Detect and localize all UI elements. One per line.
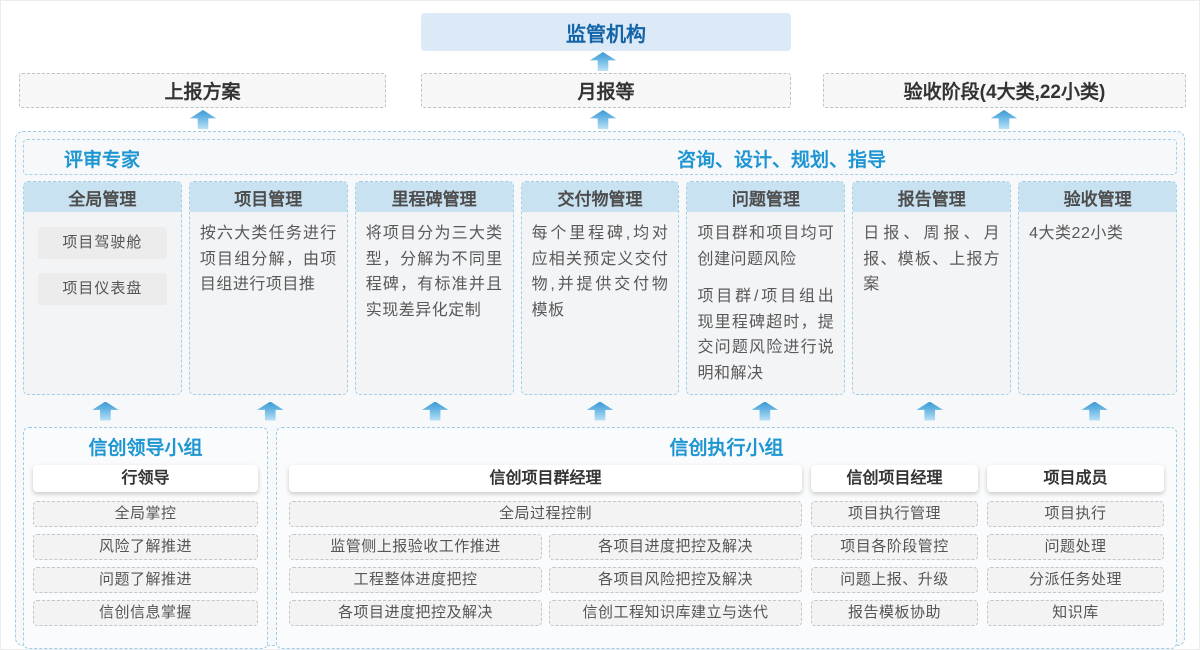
acceptance-phase-label: 验收阶段(4大类,22小类) xyxy=(903,82,1106,103)
review-experts-label: 评审专家 xyxy=(64,150,141,171)
experts-strip: 评审专家 咨询、设计、规划、指导 xyxy=(23,139,1177,175)
up-arrow-icon xyxy=(189,110,217,129)
duty-item: 问题处理 xyxy=(987,534,1164,560)
up-arrow-icon xyxy=(1081,401,1108,421)
up-arrow-icon xyxy=(586,401,614,421)
role-pill-project-manager: 信创项目经理 xyxy=(811,465,978,492)
regulator-label: 监管机构 xyxy=(566,23,646,46)
monthly-report-box: 月报等 xyxy=(421,73,791,108)
duty-item: 项目执行管理 xyxy=(811,501,978,527)
column-body: 每个里程碑,均对应相关预定义交付物,并提供交付物模板 xyxy=(522,212,679,344)
duty-item: 风险了解推进 xyxy=(33,534,258,560)
leader-group-box: 信创领导小组 行领导 全局掌控 风险了解推进 问题了解推进 信创信息掌握 xyxy=(23,427,268,649)
execution-group-title: 信创执行小组 xyxy=(669,438,784,459)
project-manager-section: 信创项目经理 项目执行管理 项目各阶段管控 问题上报、升级 报告模板协助 xyxy=(811,465,978,633)
role-pill-project-member: 项目成员 xyxy=(987,465,1164,492)
regulator-box: 监管机构 xyxy=(421,13,791,51)
column-paragraph: 项目群/项目组出现里程碑超时，提交问题风险进行说明和解决 xyxy=(697,288,835,382)
column-body: 日报、周报、月报、模板、上报方案 xyxy=(853,212,1010,319)
leader-group-title: 信创领导小组 xyxy=(88,438,203,459)
column-paragraph: 4大类22小类 xyxy=(1029,225,1124,242)
column-title: 交付物管理 xyxy=(521,182,679,212)
up-arrow-icon xyxy=(589,110,617,129)
duty-item: 项目执行 xyxy=(987,501,1164,527)
report-plan-box: 上报方案 xyxy=(19,73,386,108)
management-columns: 全局管理 项目驾驶舱 项目仪表盘 项目管理 按六大类任务进行项目组分解，由项目组… xyxy=(23,181,1178,395)
column-report-management: 报告管理 日报、周报、月报、模板、上报方案 xyxy=(852,181,1012,395)
duty-item: 分派任务处理 xyxy=(987,567,1164,593)
column-paragraph: 将项目分为三大类型，分解为不同里程碑，有标准并且实现差异化定制 xyxy=(365,225,503,319)
duty-item: 问题上报、升级 xyxy=(811,567,978,593)
column-title: 报告管理 xyxy=(853,182,1011,212)
column-paragraph: 日报、周报、月报、模板、上报方案 xyxy=(863,225,1001,294)
up-arrow-icon xyxy=(92,401,119,421)
column-paragraph: 项目群和项目均可创建问题风险 xyxy=(697,225,835,268)
role-pill-bank-leader: 行领导 xyxy=(33,465,258,492)
up-arrow-icon xyxy=(421,401,449,421)
column-arrows-row xyxy=(23,395,1177,427)
duty-item: 问题了解推进 xyxy=(33,567,258,593)
bottom-groups: 信创领导小组 行领导 全局掌控 风险了解推进 问题了解推进 信创信息掌握 信创执… xyxy=(23,427,1177,649)
duty-item: 知识库 xyxy=(987,600,1164,626)
duty-item: 工程整体进度把控 xyxy=(289,567,542,593)
duty-item: 项目各阶段管控 xyxy=(811,534,978,560)
program-manager-section: 信创项目群经理 全局过程控制 监管侧上报验收工作推进 各项目进度把控及解决 工程… xyxy=(289,465,802,633)
column-deliverable-management: 交付物管理 每个里程碑,均对应相关预定义交付物,并提供交付物模板 xyxy=(520,181,680,395)
up-arrow-icon xyxy=(916,401,943,421)
monthly-report-label: 月报等 xyxy=(577,82,635,103)
duty-item: 监管侧上报验收工作推进 xyxy=(289,534,542,560)
role-pill-program-manager: 信创项目群经理 xyxy=(289,465,802,492)
project-member-section: 项目成员 项目执行 问题处理 分派任务处理 知识库 xyxy=(987,465,1164,633)
column-body: 将项目分为三大类型，分解为不同里程碑，有标准并且实现差异化定制 xyxy=(356,212,513,344)
duty-item: 各项目进度把控及解决 xyxy=(289,600,542,626)
column-title: 问题管理 xyxy=(687,182,845,212)
column-issue-management: 问题管理 项目群和项目均可创建问题风险 项目群/项目组出现里程碑超时，提交问题风… xyxy=(686,181,846,395)
column-title: 里程碑管理 xyxy=(355,182,513,212)
duty-item: 各项目进度把控及解决 xyxy=(549,534,802,560)
column-title: 项目管理 xyxy=(189,182,347,212)
feature-pill: 项目驾驶舱 xyxy=(38,227,167,259)
up-arrow-icon xyxy=(257,401,284,421)
duty-item: 全局过程控制 xyxy=(289,501,802,527)
column-body: 4大类22小类 xyxy=(1019,212,1176,268)
column-paragraph: 每个里程碑,均对应相关预定义交付物,并提供交付物模板 xyxy=(531,225,669,319)
up-arrow-icon xyxy=(589,52,617,71)
duty-item: 信创信息掌握 xyxy=(33,600,258,626)
consulting-label: 咨询、设计、规划、指导 xyxy=(677,150,887,171)
column-project-management: 项目管理 按六大类任务进行项目组分解，由项目组进行项目推 xyxy=(188,181,348,395)
column-milestone-management: 里程碑管理 将项目分为三大类型，分解为不同里程碑，有标准并且实现差异化定制 xyxy=(354,181,514,395)
management-panel: 评审专家 咨询、设计、规划、指导 全局管理 项目驾驶舱 项目仪表盘 项目管理 按… xyxy=(15,131,1185,649)
duty-item: 信创工程知识库建立与迭代 xyxy=(549,600,802,626)
up-arrow-icon xyxy=(751,401,779,421)
column-title: 全局管理 xyxy=(24,182,181,212)
column-body: 项目驾驶舱 项目仪表盘 xyxy=(24,212,181,328)
duty-item: 各项目风险把控及解决 xyxy=(549,567,802,593)
duty-item: 报告模板协助 xyxy=(811,600,978,626)
report-plan-label: 上报方案 xyxy=(164,82,241,103)
duty-item: 全局掌控 xyxy=(33,501,258,527)
feature-pill: 项目仪表盘 xyxy=(38,273,167,305)
acceptance-phase-box: 验收阶段(4大类,22小类) xyxy=(823,73,1186,108)
column-global-management: 全局管理 项目驾驶舱 项目仪表盘 xyxy=(23,181,182,395)
up-arrow-icon xyxy=(990,110,1018,129)
execution-group-box: 信创执行小组 信创项目群经理 全局过程控制 监管侧上报验收工作推进 各项目进度把… xyxy=(276,427,1177,649)
column-acceptance-management: 验收管理 4大类22小类 xyxy=(1018,181,1178,395)
column-body: 按六大类任务进行项目组分解，由项目组进行项目推 xyxy=(190,212,347,319)
column-body: 项目群和项目均可创建问题风险 项目群/项目组出现里程碑超时，提交问题风险进行说明… xyxy=(687,212,844,394)
column-title: 验收管理 xyxy=(1019,182,1177,212)
column-paragraph: 按六大类任务进行项目组分解，由项目组进行项目推 xyxy=(199,225,337,294)
